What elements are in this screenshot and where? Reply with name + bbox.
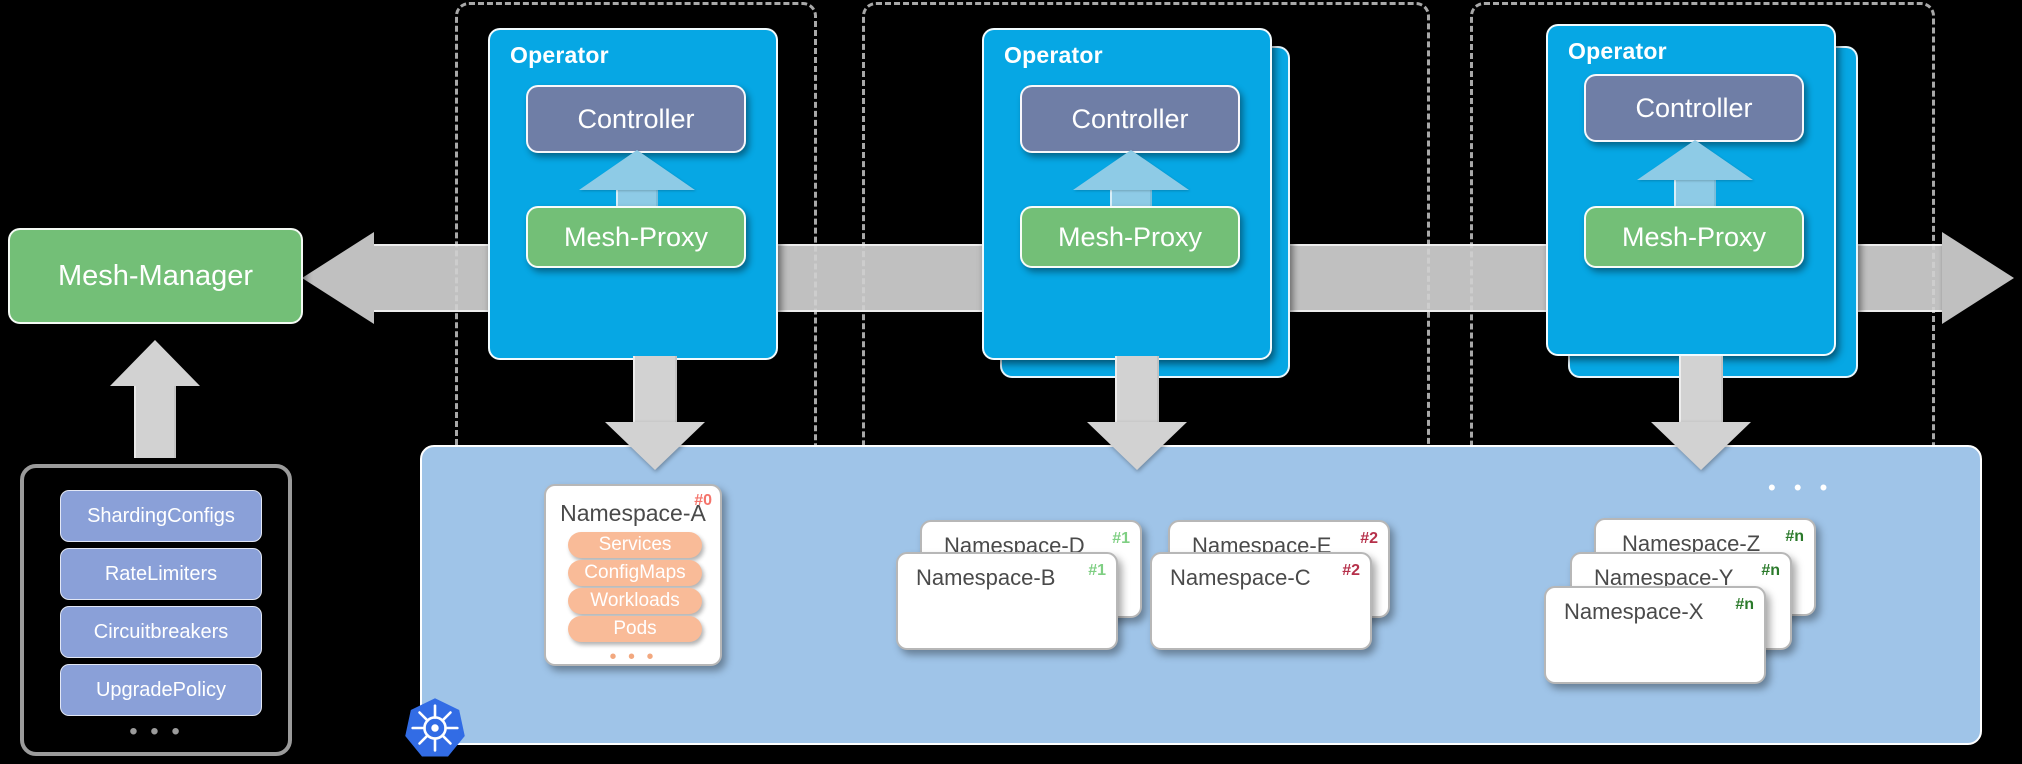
controller-node-0[interactable]: Controller xyxy=(526,85,746,153)
operator-to-namespaces-arrow-2 xyxy=(1636,356,1766,470)
namespace-name: Namespace-Z xyxy=(1622,531,1761,556)
operator-title: Operator xyxy=(1568,38,1667,64)
namespace-card-X[interactable]: Namespace-X #n xyxy=(1544,586,1766,684)
crd-label: RateLimiters xyxy=(104,562,218,585)
mesh-proxy-label: Mesh-Proxy xyxy=(1621,221,1767,252)
crd-label: Circuitbreakers xyxy=(93,620,229,643)
controller-label: Controller xyxy=(1635,92,1753,123)
crd-label: UpgradePolicy xyxy=(95,678,227,701)
operator-title: Operator xyxy=(510,42,609,68)
namespace-card-A[interactable]: Namespace-A #0 Services ConfigMaps Workl… xyxy=(544,484,722,668)
namespace-card-C[interactable]: Namespace-C #2 xyxy=(1150,552,1372,650)
arrow-head xyxy=(110,340,200,386)
arrow-head xyxy=(605,422,705,470)
crd-label: ShardingConfigs xyxy=(87,504,235,527)
pill-label: ConfigMaps xyxy=(584,562,686,583)
mesh-manager-node[interactable]: Mesh-Manager xyxy=(8,228,303,324)
arrow-head xyxy=(579,150,695,190)
resource-pill-configmaps[interactable]: ConfigMaps xyxy=(568,560,702,586)
namespace-more-dots: • • • xyxy=(609,646,657,668)
namespace-name: Namespace-B xyxy=(916,565,1056,590)
resource-pill-workloads[interactable]: Workloads xyxy=(568,588,702,614)
arrow-head xyxy=(1087,422,1187,470)
arrow-shaft xyxy=(1679,356,1723,422)
namespace-name: Namespace-Y xyxy=(1594,565,1734,590)
operator-title: Operator xyxy=(1004,42,1103,68)
mesh-proxy-node-2[interactable]: Mesh-Proxy xyxy=(1584,206,1804,268)
mesh-proxy-node-1[interactable]: Mesh-Proxy xyxy=(1020,206,1240,268)
controller-node-1[interactable]: Controller xyxy=(1020,85,1240,153)
controller-label: Controller xyxy=(1071,103,1189,134)
pill-label: Workloads xyxy=(590,590,680,611)
crd-to-manager-arrow xyxy=(110,340,200,458)
resource-pill-pods[interactable]: Pods xyxy=(568,616,702,642)
crd-more-dots: • • • xyxy=(129,718,183,745)
crd-policy-panel: ShardingConfigs RateLimiters Circuitbrea… xyxy=(20,464,292,756)
namespace-shard-tag: #n xyxy=(1785,528,1804,545)
namespace-shard-tag: #0 xyxy=(694,492,712,509)
resource-pill-services[interactable]: Services xyxy=(568,532,702,558)
arrow-shaft xyxy=(134,384,176,458)
crd-item-upgradepolicy[interactable]: UpgradePolicy xyxy=(60,664,262,716)
operator-card-2[interactable]: Operator Controller Mesh-Proxy xyxy=(1546,24,1836,356)
bus-arrow-left-head xyxy=(302,232,374,324)
kubernetes-logo xyxy=(404,697,466,759)
namespace-shard-tag: #n xyxy=(1735,596,1754,613)
arrow-head xyxy=(1637,140,1753,180)
crd-item-circuitbreakers[interactable]: Circuitbreakers xyxy=(60,606,262,658)
operator-card-0[interactable]: Operator Controller Mesh-Proxy xyxy=(488,28,778,360)
pill-label: Services xyxy=(598,534,672,555)
operator-to-namespaces-arrow-1 xyxy=(1072,356,1202,470)
bus-arrow-right-head xyxy=(1942,232,2014,324)
arrow-shaft xyxy=(1115,356,1159,422)
operator-card-1[interactable]: Operator Controller Mesh-Proxy xyxy=(982,28,1272,360)
shard-group-more-dots: • • • xyxy=(1768,475,1834,500)
namespace-name: Namespace-A xyxy=(560,500,706,526)
controller-label: Controller xyxy=(577,103,695,134)
namespace-shard-tag: #1 xyxy=(1088,562,1106,579)
namespace-card-B[interactable]: Namespace-B #1 xyxy=(896,552,1118,650)
namespace-name: Namespace-X xyxy=(1564,599,1704,624)
namespace-shard-tag: #2 xyxy=(1342,562,1360,579)
controller-node-2[interactable]: Controller xyxy=(1584,74,1804,142)
crd-item-shardingconfigs[interactable]: ShardingConfigs xyxy=(60,490,262,542)
crd-item-ratelimiters[interactable]: RateLimiters xyxy=(60,548,262,600)
arrow-shaft xyxy=(633,356,677,422)
namespace-shard-tag: #n xyxy=(1761,562,1780,579)
operator-to-namespaces-arrow-0 xyxy=(590,356,720,470)
mesh-proxy-node-0[interactable]: Mesh-Proxy xyxy=(526,206,746,268)
namespace-shard-tag: #2 xyxy=(1360,530,1378,547)
mesh-proxy-label: Mesh-Proxy xyxy=(1057,221,1203,252)
namespace-name: Namespace-C xyxy=(1170,565,1311,590)
namespace-shard-tag: #1 xyxy=(1112,530,1130,547)
arrow-head xyxy=(1073,150,1189,190)
mesh-proxy-label: Mesh-Proxy xyxy=(563,221,709,252)
arrow-head xyxy=(1651,422,1751,470)
mesh-manager-label: Mesh-Manager xyxy=(57,259,254,292)
pill-label: Pods xyxy=(613,618,657,639)
